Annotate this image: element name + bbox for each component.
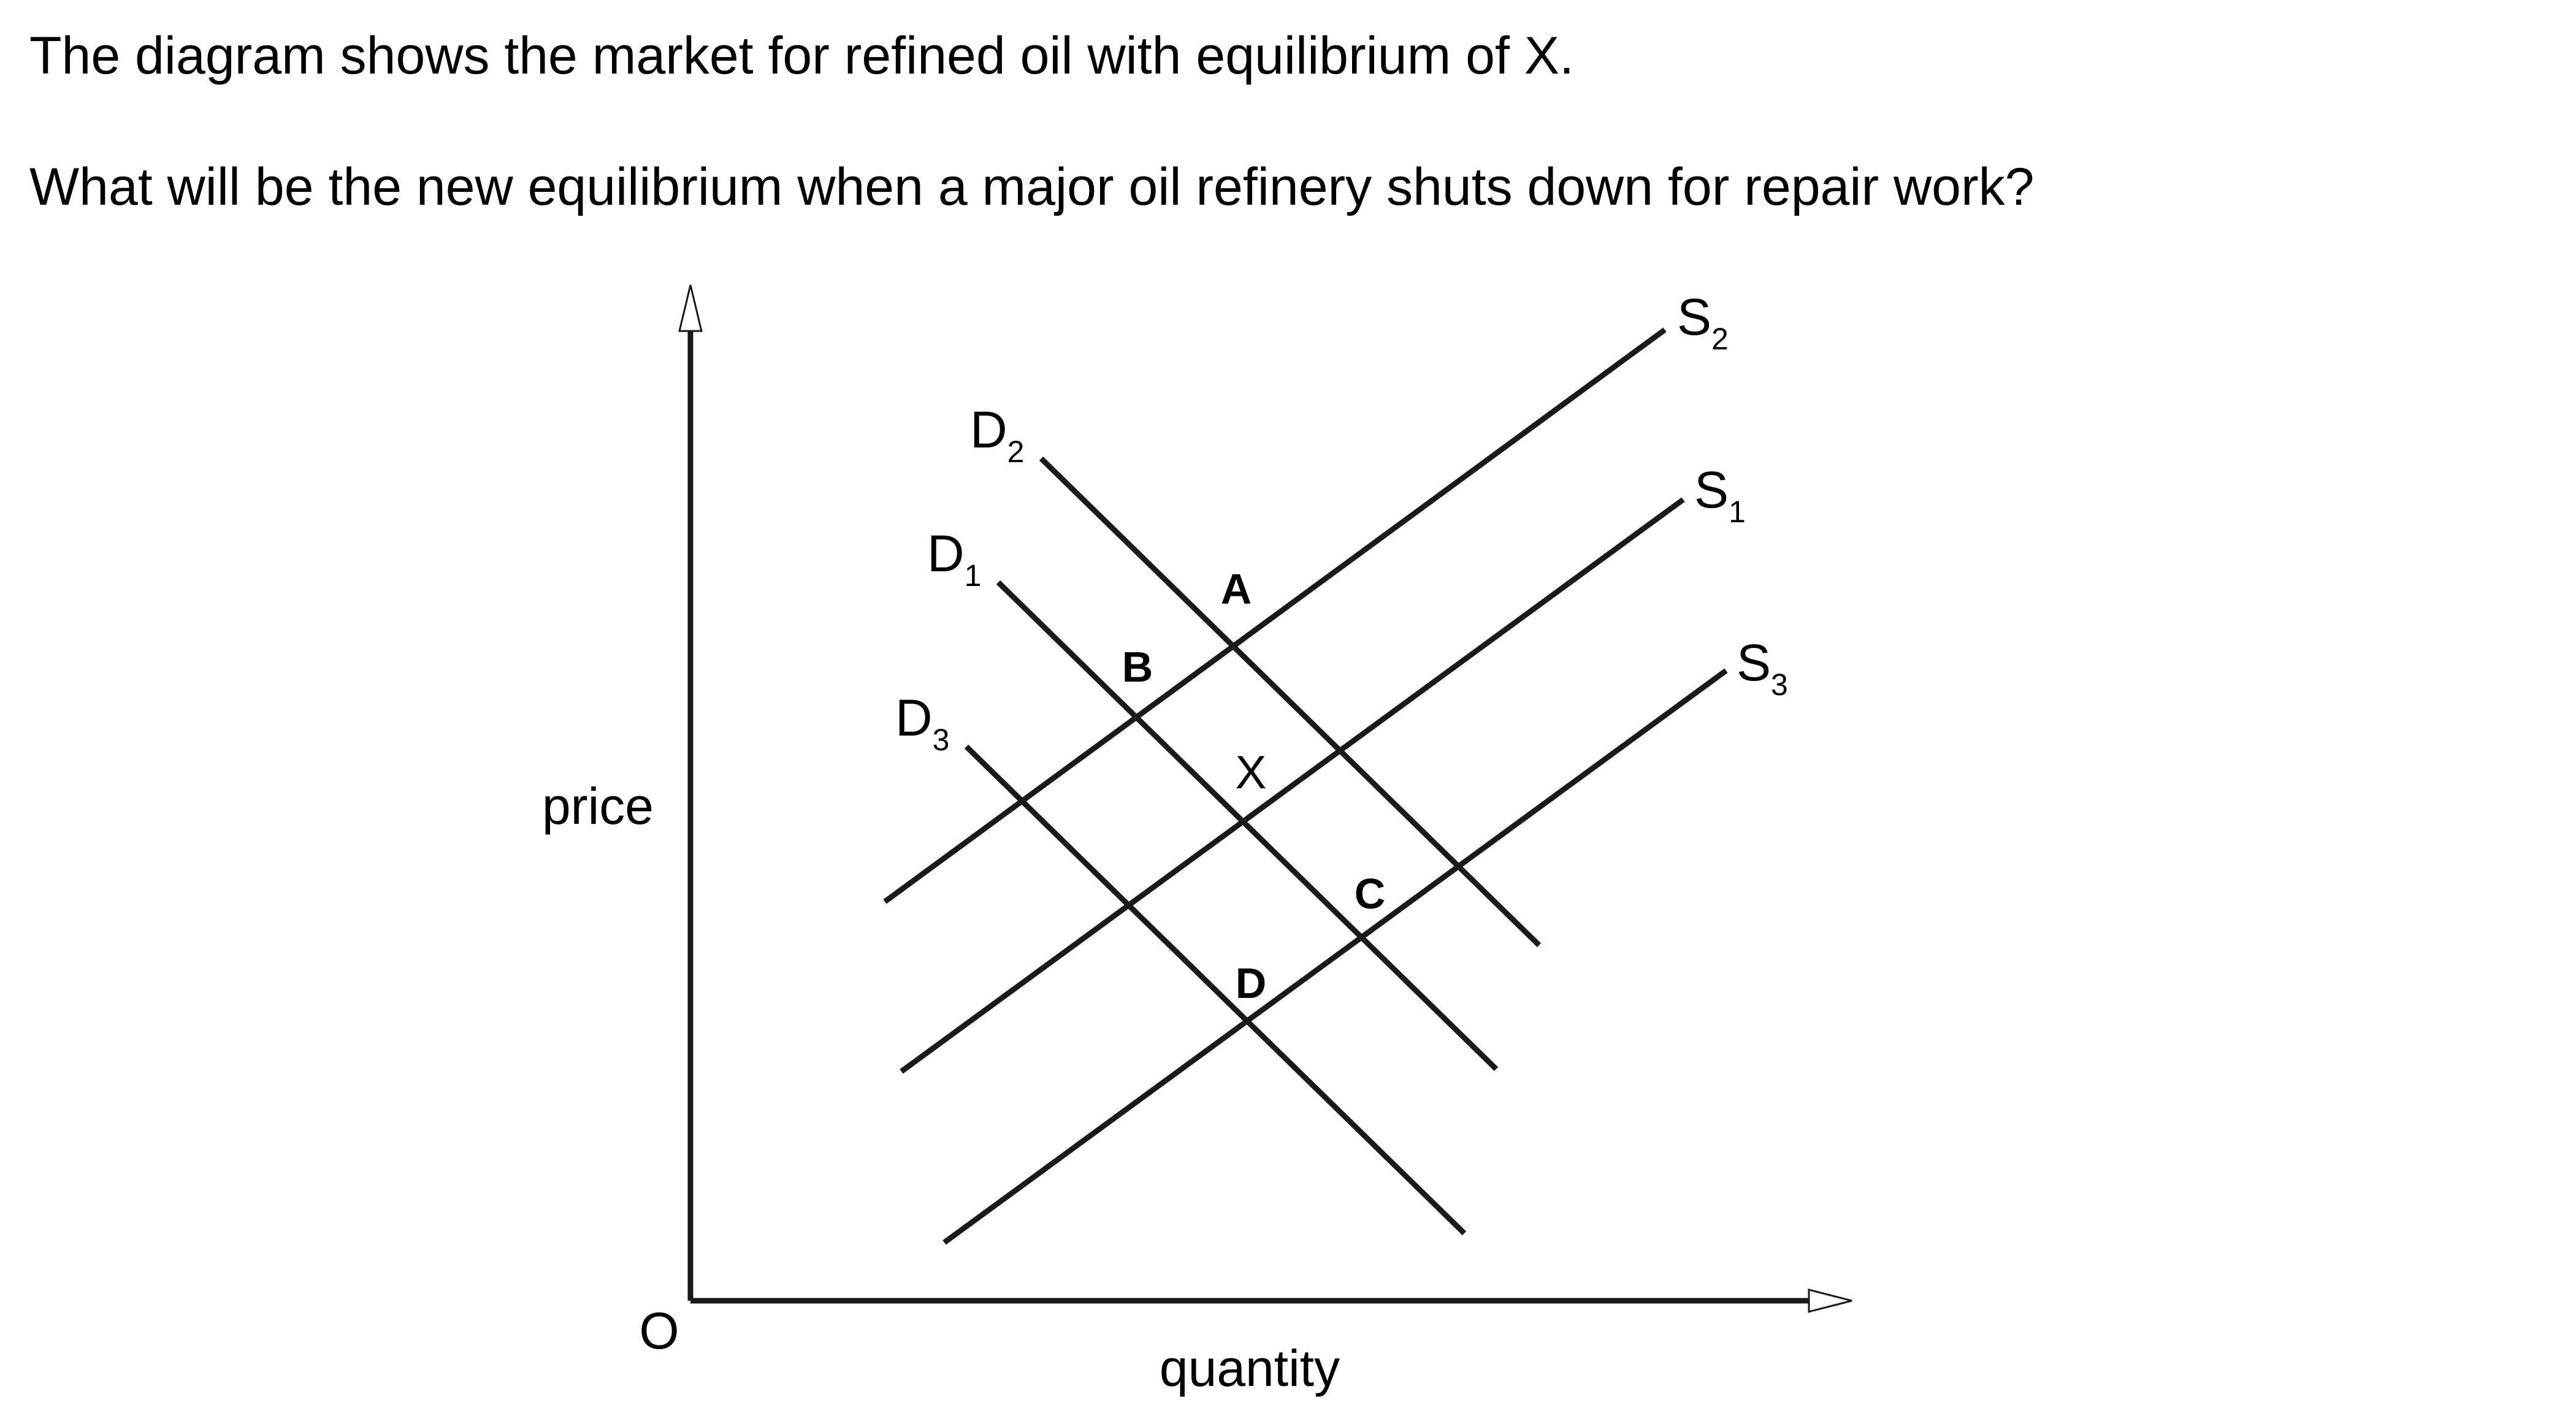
label-d2: D2	[970, 401, 1024, 469]
question-line-2: What will be the new equilibrium when a …	[29, 158, 2035, 216]
supply-curve-s3	[942, 668, 1728, 1245]
demand-curve-d2	[1039, 456, 1542, 948]
origin-label: O	[639, 1302, 679, 1360]
point-a-label: A	[1221, 565, 1252, 613]
demand-curve-d1	[996, 580, 1499, 1071]
label-d3-letter: D	[895, 689, 933, 747]
point-x-label: X	[1236, 747, 1267, 799]
label-d1-subscript: 1	[965, 558, 982, 593]
demand-curve-d3	[964, 744, 1467, 1236]
label-s3-subscript: 3	[1771, 668, 1788, 702]
label-s2: S2	[1677, 288, 1729, 356]
y-axis-label: price	[542, 777, 654, 835]
label-d3-subscript: 3	[933, 723, 950, 757]
quantity-axis-arrowhead	[1808, 1288, 1852, 1313]
point-b-label: B	[1122, 643, 1153, 691]
supply-curve-s1	[900, 497, 1685, 1074]
label-s1: S1	[1694, 461, 1746, 529]
label-d1-letter: D	[927, 525, 965, 582]
label-s3-letter: S	[1737, 634, 1771, 691]
x-axis-label: quantity	[1160, 1339, 1340, 1397]
label-d3: D3	[895, 689, 949, 757]
label-s2-letter: S	[1677, 288, 1711, 346]
point-d-label: D	[1236, 959, 1267, 1007]
supply-curve-s2	[883, 327, 1667, 904]
label-d1: D1	[927, 525, 981, 593]
question-line-1: The diagram shows the market for refined…	[29, 26, 1574, 85]
label-s1-letter: S	[1694, 461, 1729, 519]
price-axis-arrowhead	[678, 284, 703, 332]
label-d2-subscript: 2	[1007, 435, 1025, 469]
label-s3: S3	[1737, 634, 1788, 702]
label-d2-letter: D	[970, 401, 1007, 459]
label-s2-subscript: 2	[1711, 322, 1729, 356]
label-s1-subscript: 1	[1729, 495, 1746, 529]
point-c-label: C	[1355, 870, 1386, 918]
